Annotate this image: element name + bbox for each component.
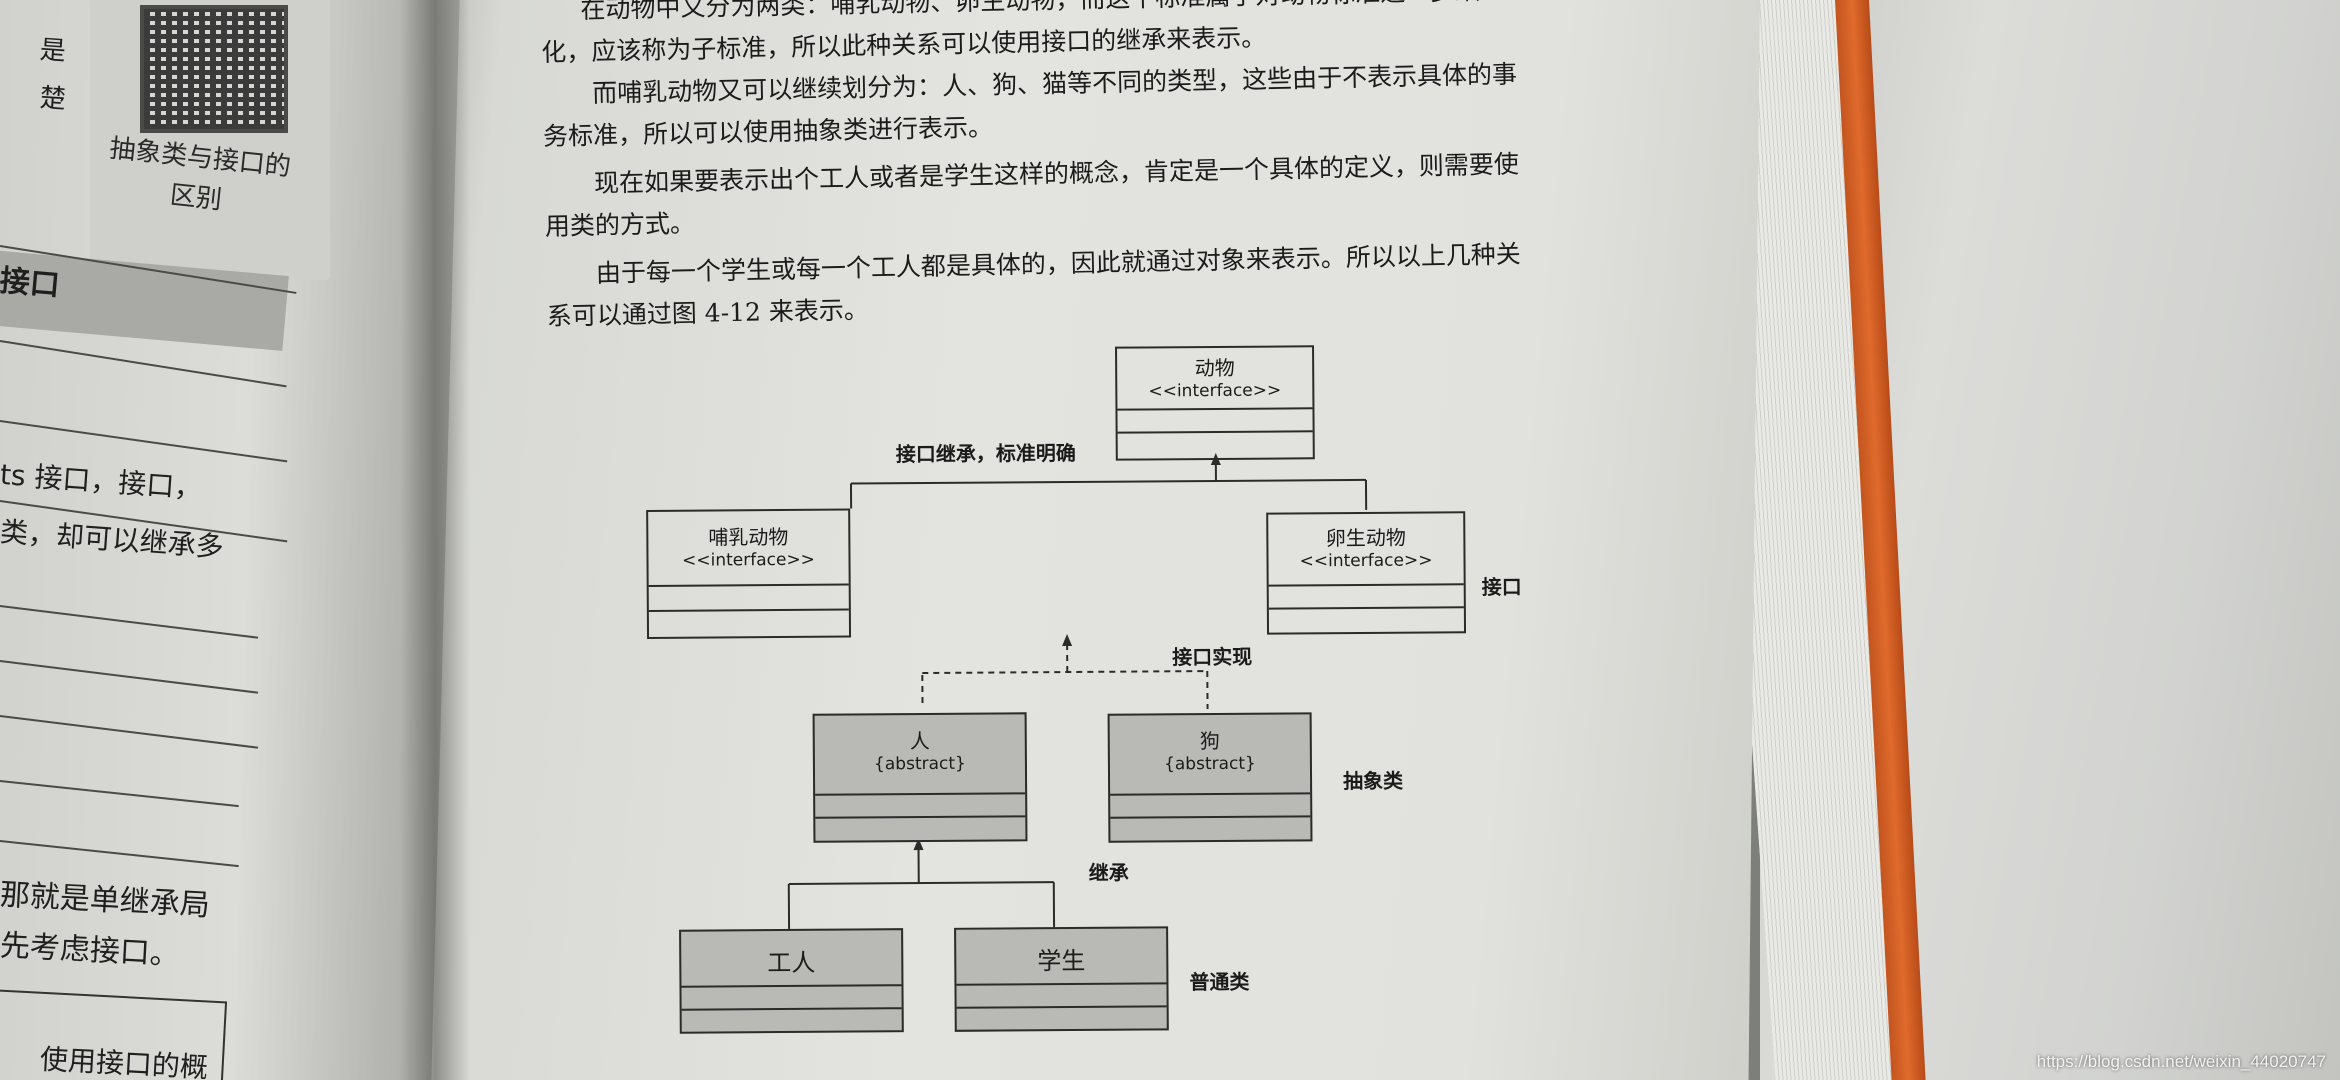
body-text: 在动物中又分为两类：哺乳动物、卵生动物，而这个标准属于对动物标准进一步细 化，应…: [540, 0, 1647, 338]
uml-box-dog: 狗 {abstract}: [1107, 712, 1313, 843]
watermark: https://blog.csdn.net/weixin_44020747: [2036, 1052, 2326, 1071]
uml-box-oviparous: 卵生动物 <<interface>>: [1266, 511, 1467, 635]
qr-code: [140, 5, 288, 133]
uml-diagram: 动物 <<interface>> 哺乳动物 <<interface>> 卵生动物…: [640, 338, 1645, 1080]
uml-box-mammal: 哺乳动物 <<interface>>: [646, 508, 852, 639]
label-abstract: 抽象类: [1342, 768, 1404, 794]
diagram-connectors: [787, 452, 1368, 929]
label-inherit: 继承: [1088, 860, 1129, 885]
label-interface-impl: 接口实现: [1172, 644, 1253, 670]
book-gutter-shadow: [400, 0, 470, 1080]
left-fragment: 是: [38, 35, 67, 67]
uml-box-student: 学生: [954, 926, 1169, 1032]
uml-box-animal: 动物 <<interface>>: [1115, 345, 1315, 461]
label-interface-inherit: 接口继承，标准明确: [895, 440, 1076, 467]
label-interface: 接口: [1481, 574, 1522, 600]
uml-box-worker: 工人: [679, 928, 904, 1034]
uml-box-human: 人 {abstract}: [812, 712, 1028, 843]
left-heading: 接口: [0, 263, 62, 304]
left-fragment: 先考虑接口。: [0, 928, 181, 973]
left-fragment: 楚: [38, 83, 67, 115]
label-ordinary: 普通类: [1189, 969, 1250, 995]
